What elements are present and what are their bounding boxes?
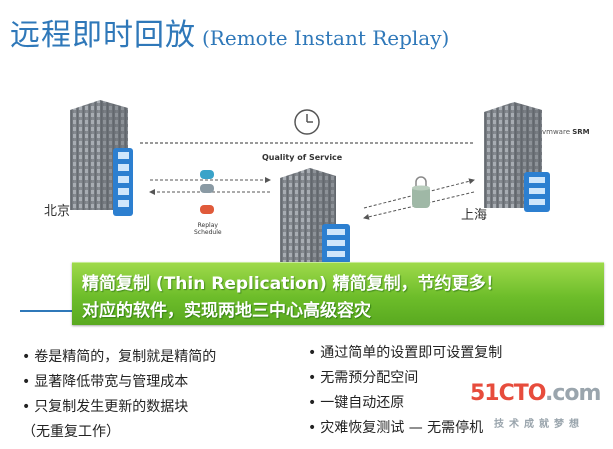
divider-line: [20, 310, 72, 312]
vmware-srm-logo: vmware SRM: [542, 128, 590, 136]
list-item: 一键自动还原: [308, 391, 502, 416]
list-item: 灾难恢复测试 — 无需停机: [308, 416, 502, 441]
title-en: (Remote Instant Replay): [202, 26, 450, 50]
clock-icon: [294, 109, 320, 135]
replay-schedule-label: Replay Schedule: [194, 222, 222, 236]
snapshot-disks-icon: [200, 170, 214, 214]
watermark-tagline: 技术成就梦想: [494, 419, 584, 430]
page-title: 远程即时回放(Remote Instant Replay): [10, 10, 449, 54]
storage-stack-left: [113, 148, 133, 216]
srm-product: SRM: [572, 128, 590, 136]
list-item: 通过简单的设置即可设置复制: [308, 341, 502, 366]
watermark-brand: 51CTO: [470, 381, 546, 406]
city-label-right: 上海: [461, 208, 488, 223]
city-label-left: 北京: [44, 204, 71, 219]
list-item: 无需预分配空间: [308, 366, 502, 391]
banner-line-1: 精简复制 (Thin Replication) 精简复制，节约更多！: [82, 274, 503, 294]
list-item: 只复制发生更新的数据块: [22, 395, 216, 420]
replay-label-line1: Replay: [197, 222, 218, 229]
list-item: 卷是精简的，复制就是精简的: [22, 345, 216, 370]
feature-list-right: 通过简单的设置即可设置复制 无需预分配空间 一键自动还原 灾难恢复测试 — 无需…: [308, 341, 502, 441]
storage-stack-right: [524, 172, 550, 212]
storage-stack-center: [322, 224, 350, 264]
banner-line-2: 对应的软件，实现两地三中心高级容灾: [82, 301, 371, 321]
list-item: 显著降低带宽与管理成本: [22, 370, 216, 395]
list-item-continuation: （无重复工作）: [22, 424, 120, 440]
replay-label-line2: Schedule: [194, 229, 222, 236]
watermark-logo: 51CTO.com: [470, 381, 601, 406]
feature-list-left: 卷是精简的，复制就是精简的 显著降低带宽与管理成本 只复制发生更新的数据块 （无…: [22, 345, 216, 445]
watermark-domain: .com: [545, 381, 601, 406]
highlight-banner: 精简复制 (Thin Replication) 精简复制，节约更多！ 对应的软件…: [72, 262, 604, 325]
qos-label: Quality of Service: [262, 153, 343, 162]
vmware-brand: vmware: [542, 128, 571, 136]
title-zh: 远程即时回放: [10, 18, 196, 53]
secure-database-icon: [412, 176, 430, 208]
